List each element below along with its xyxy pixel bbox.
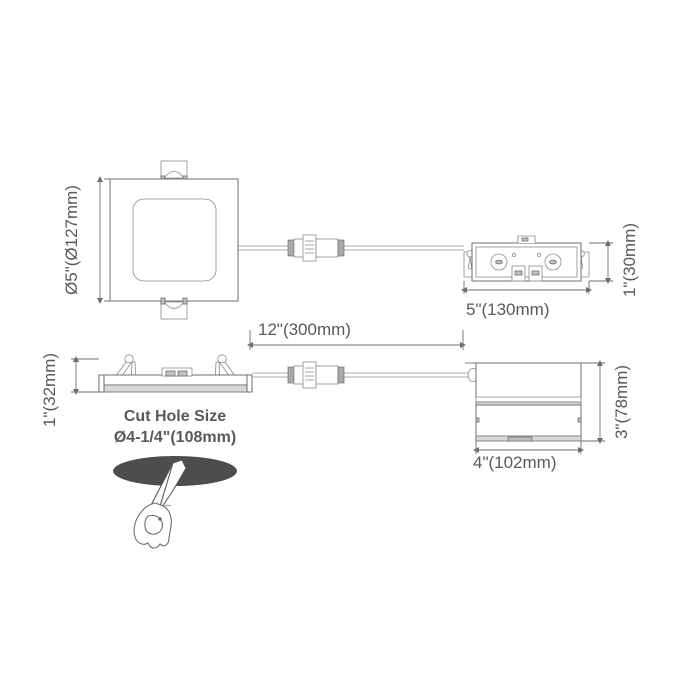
front-face-top-view [109,160,239,320]
dimension-cable-length [247,330,466,350]
driver-lead-cable-side [252,361,470,389]
label-cable-length: 12"(300mm) [258,320,351,339]
label-trim-diameter: Ø5"(Ø127mm) [62,185,81,295]
dimension-driver-height [589,240,613,284]
driver-box-top-view [463,235,590,282]
dimension-housing-width [473,441,584,454]
hand-installing-fixture-illustration [113,456,237,549]
label-cut-hole-size: Ø4-1/4"(108mm) [113,429,237,446]
dimension-trim-thickness [71,356,99,395]
label-trim-thickness: 1"(32mm) [40,352,59,428]
fixture-side-section-view [97,354,254,393]
light-panel-outline [132,198,217,282]
label-housing-width: 4"(102mm) [473,453,557,472]
hand-shape [133,502,172,549]
dimension-driver-length [461,281,592,294]
dimension-trim-diameter [97,176,110,304]
label-trim-diameter-wrap: Ø5"(Ø127mm) [62,142,82,338]
label-driver-length: 5"(130mm) [466,300,550,319]
dimension-housing-height [581,360,605,444]
junction-housing-side-view [465,362,582,442]
label-housing-height: 3"(78mm) [612,364,631,440]
mounting-clip-bottom [160,297,188,320]
label-trim-thickness-wrap: 1"(32mm) [40,330,60,450]
label-cut-hole-title: Cut Hole Size [123,408,227,425]
driver-lead-cable-top [238,234,464,262]
label-housing-height-wrap: 3"(78mm) [612,340,632,464]
